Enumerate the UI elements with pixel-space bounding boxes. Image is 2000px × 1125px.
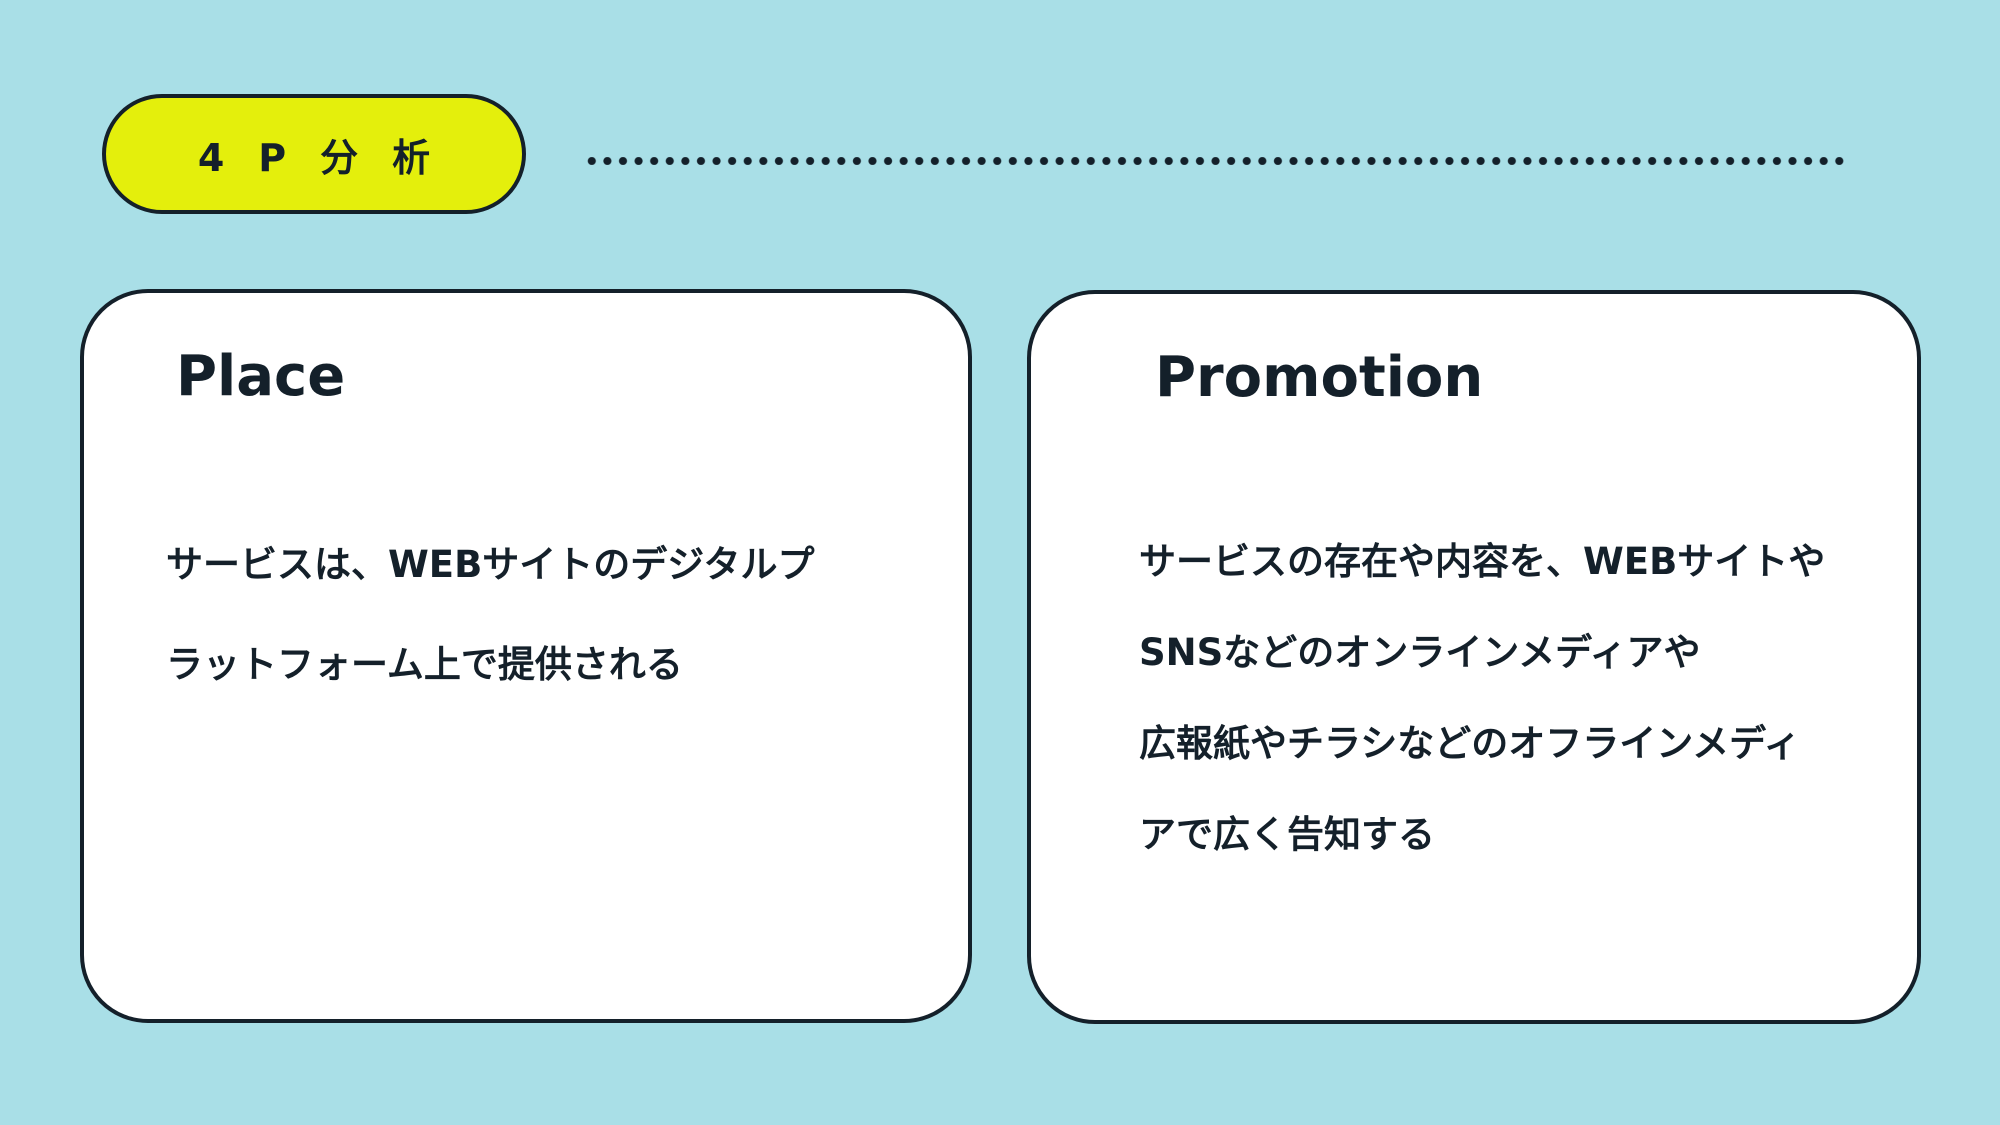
promotion-card-text-line: SNSなどのオンラインメディアや xyxy=(1139,631,1701,674)
place-card-text-line: サービスは、WEBサイトのデジタルプ xyxy=(166,543,815,586)
promotion-card-text-line: 広報紙やチラシなどのオフラインメディ xyxy=(1139,722,1801,765)
promotion-card-text-line: サービスの存在や内容を、WEBサイトや xyxy=(1139,540,1826,583)
section-badge-label: 4P分析 xyxy=(197,135,465,180)
place-card-title: Place xyxy=(176,344,346,409)
place-card-text-line: ラットフォーム上で提供される xyxy=(166,643,683,686)
dotted-divider xyxy=(584,157,1846,165)
promotion-card-text-line: アで広く告知する xyxy=(1139,813,1435,856)
promotion-card-body: サービスの存在や内容を、WEBサイトや SNSなどのオンラインメディアや 広報紙… xyxy=(1139,516,1825,880)
promotion-card: Promotion サービスの存在や内容を、WEBサイトや SNSなどのオンライ… xyxy=(1027,290,1921,1024)
place-card-body: サービスは、WEBサイトのデジタルプ ラットフォーム上で提供される xyxy=(166,515,815,715)
place-card: Place サービスは、WEBサイトのデジタルプ ラットフォーム上で提供される xyxy=(80,289,972,1023)
promotion-card-title: Promotion xyxy=(1155,345,1484,410)
section-badge: 4P分析 xyxy=(102,94,526,214)
